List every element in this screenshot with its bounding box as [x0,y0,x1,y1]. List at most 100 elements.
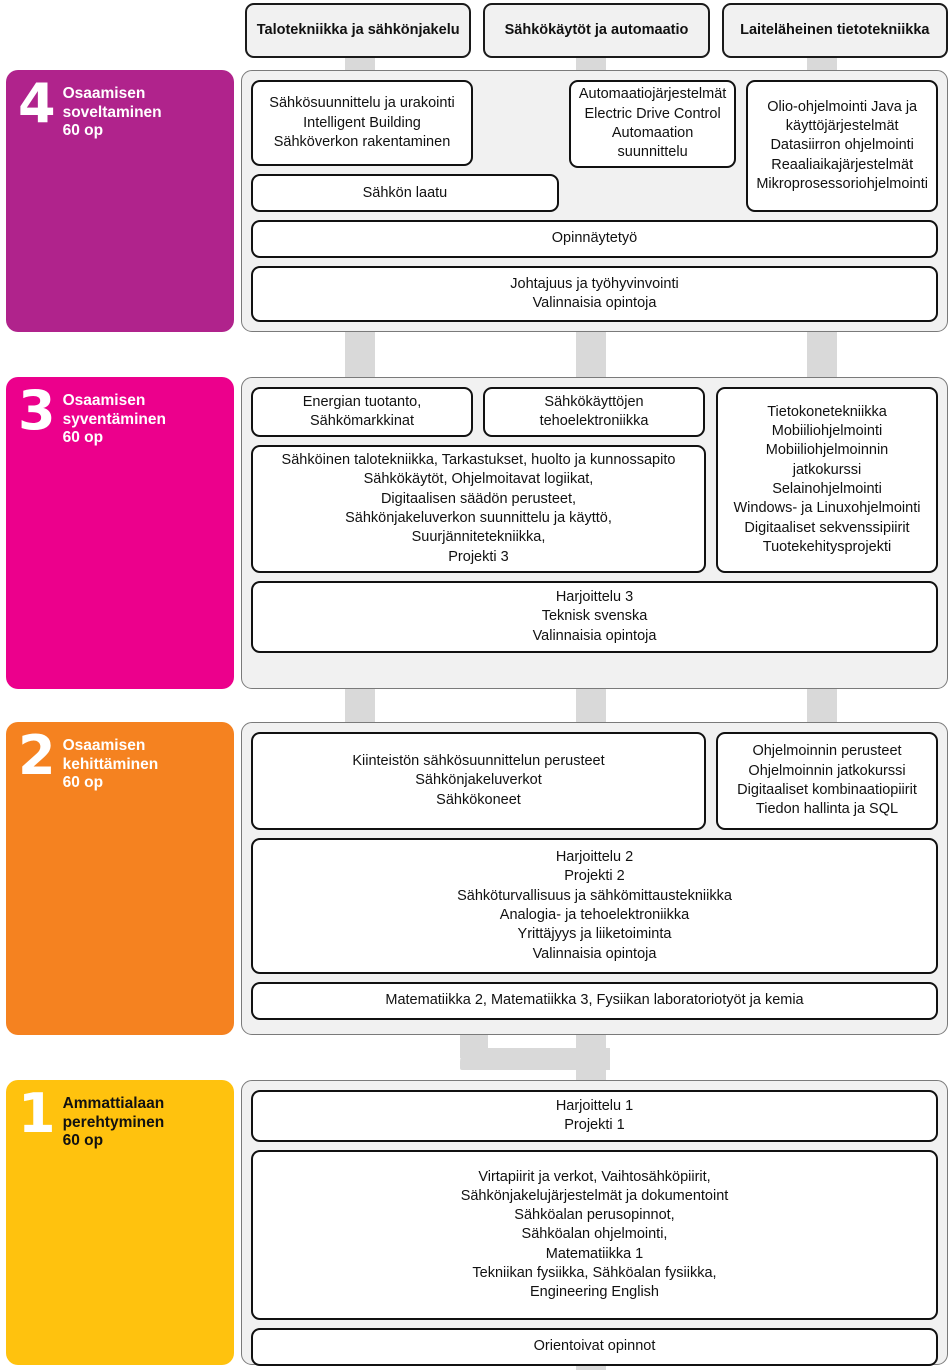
card-line: Mobiiliohjelmoinnin [765,442,889,459]
column1-line1: Talotekniikka ja [256,22,364,39]
level-1-badge[interactable]: 1 Ammattialaan perehtyminen 60 op [6,1080,234,1365]
course-card-l3-practice[interactable]: Harjoittelu 3 Teknisk svenska Valinnaisi… [251,581,938,653]
card-line: Windows- ja Linuxohjelmointi [733,500,921,517]
card-line: Harjoittelu 2 [555,849,634,866]
card-line: Matematiikka 1 [545,1245,644,1262]
level-4-panel: Sähkösuunnittelu ja urakointi Intelligen… [241,70,948,332]
level-2-title: Osaamisen kehittäminen 60 op [63,734,159,793]
card-line: Harjoittelu 3 [555,589,634,606]
course-card-l3-electrical-main[interactable]: Sähköinen talotekniikka, Tarkastukset, h… [251,445,706,573]
card-line: Analogia- ja tehoelektroniikka [499,907,690,923]
course-card-l4-thesis[interactable]: Opinnäytetyö [251,220,938,258]
level-1-number: 1 [18,1082,56,1145]
column-header-row: Talotekniikka ja sähkönjakelu Sähkökäytö… [245,3,948,58]
course-card-l2-programming[interactable]: Ohjelmoinnin perusteet Ohjelmoinnin jatk… [716,732,938,830]
rail-col2-seg4 [576,1033,606,1083]
rail-bend-vertical [460,1033,488,1058]
card-line: Ohjelmoinnin jatkokurssi [748,762,906,779]
column3-line2: tietotekniikka [836,22,930,39]
course-card-l3-power-electronics[interactable]: Sähkökäyttöjen tehoelektroniikka [483,387,705,437]
card-line: Engineering English [530,1284,659,1301]
level-2-title-line2: kehittäminen [62,755,159,773]
rail-col1-seg3 [345,686,375,726]
card-line: Tekniikan fysiikka, Sähköalan fysiikka, [472,1264,717,1281]
card-line: Tietokonetekniikka [767,403,887,420]
card-line: Sähkönjakeluverkon suunnittelu ja käyttö… [345,510,612,526]
level-4-credits: 60 op [62,122,104,140]
card-line: Digitaaliset sekvenssipiirit [744,519,910,536]
rail-col2-seg2 [576,330,606,380]
card-line: Sähkönjakeluverkot [415,772,542,789]
level-3-title-line1: Osaamisen [62,392,146,409]
course-card-l2-math[interactable]: Matematiikka 2, Matematiikka 3, Fysiikan… [251,982,938,1020]
level-1-title: Ammattialaan perehtyminen 60 op [63,1092,165,1151]
card-line: Sähkösuunnittelu ja urakointi [269,95,455,112]
card-line: Digitaalisen säädön perusteet, [380,490,577,507]
level-4-section: 4 Osaamisen soveltaminen 60 op Sähkösuun… [0,70,952,332]
card-line: Reaaliaikajärjestelmät [771,156,914,173]
column3-line1: Laiteläheinen [740,22,833,39]
course-card-l4-power-quality[interactable]: Sähkön laatu [251,174,559,212]
column-header-embedded-it[interactable]: Laiteläheinen tietotekniikka [721,3,948,58]
card-line: Mikroprosessoriohjelmointi [756,175,928,192]
level-4-number: 4 [18,72,56,135]
card-line: Sähkökäytöt, Ohjelmoitavat logiikat, [363,471,594,488]
card-line: Energian tuotanto, [302,393,422,410]
card-line: Opinnäytetyö [551,230,638,247]
course-card-l1-practice[interactable]: Harjoittelu 1 Projekti 1 [251,1090,938,1142]
card-line: Projekti 1 [564,1117,625,1133]
level-3-panel: Energian tuotanto, Sähkömarkkinat Sähkök… [241,377,948,689]
course-card-l1-orientation[interactable]: Orientoivat opinnot [251,1328,938,1366]
card-line: Automaatiojärjestelmät [578,86,727,103]
card-line: Sähköverkon rakentaminen [273,133,451,150]
level-3-title: Osaamisen syventäminen 60 op [63,389,166,448]
card-line: Sähkömarkkinat [310,413,414,429]
level-4-title-line1: Osaamisen [62,85,146,102]
card-line: Suurjännitetekniikka, [411,529,546,546]
course-card-l1-basics[interactable]: Virtapiirit ja verkot, Vaihtosähköpiirit… [251,1150,938,1320]
course-card-l3-it[interactable]: Tietokonetekniikka Mobiiliohjelmointi Mo… [716,387,938,573]
level-2-badge[interactable]: 2 Osaamisen kehittäminen 60 op [6,722,234,1035]
card-line: Matematiikka 2, Matematiikka 3, Fysiikan… [385,992,804,1009]
column-header-electrical-drives-automation[interactable]: Sähkökäytöt ja automaatio [483,3,710,58]
card-line: Sähkönjakelujärjestelmät ja dokumentoint [460,1187,729,1204]
level-1-title-line1: Ammattialaan [62,1095,165,1112]
course-card-l4-leadership[interactable]: Johtajuus ja työhyvinvointi Valinnaisia … [251,266,938,322]
course-card-l3-energy[interactable]: Energian tuotanto, Sähkömarkkinat [251,387,473,437]
card-line: Kiinteistön sähkösuunnittelun perusteet [352,753,605,770]
level-4-title-line2: soveltaminen [62,103,162,121]
course-card-l4-automation[interactable]: Automaatiojärjestelmät Electric Drive Co… [568,80,737,168]
card-line: Sähkökäyttöjen [544,393,644,410]
level-1-title-line2: perehtyminen [62,1113,165,1131]
level-2-section: 2 Osaamisen kehittäminen 60 op Kiinteist… [0,722,952,1035]
card-line: jatkokurssi [792,461,862,478]
card-line: Olio-ohjelmointi Java ja [767,98,918,115]
level-1-panel: Harjoittelu 1 Projekti 1 Virtapiirit ja … [241,1080,948,1366]
card-line: Sähköinen talotekniikka, Tarkastukset, h… [281,452,676,469]
level-1-section: 1 Ammattialaan perehtyminen 60 op Harjoi… [0,1080,952,1366]
course-card-l4-it[interactable]: Olio-ohjelmointi Java ja käyttöjärjestel… [746,80,938,212]
column2-line2: automaatio [611,22,689,39]
column-header-building-services[interactable]: Talotekniikka ja sähkönjakelu [245,3,472,58]
card-line: Virtapiirit ja verkot, Vaihtosähköpiirit… [478,1168,711,1185]
course-card-l4-building[interactable]: Sähkösuunnittelu ja urakointi Intelligen… [251,80,473,167]
course-card-l2-electrical[interactable]: Kiinteistön sähkösuunnittelun perusteet … [251,732,706,830]
course-card-l2-common[interactable]: Harjoittelu 2 Projekti 2 Sähköturvallisu… [251,838,938,974]
rail-col3-seg2 [807,330,837,380]
level-3-badge[interactable]: 3 Osaamisen syventäminen 60 op [6,377,234,689]
card-line: Projekti 2 [564,868,625,885]
card-line: Harjoittelu 1 [555,1097,634,1114]
card-line: Teknisk svenska [541,608,648,625]
level-2-panel: Kiinteistön sähkösuunnittelun perusteet … [241,722,948,1035]
level-2-credits: 60 op [62,774,104,792]
level-2-number: 2 [18,724,56,787]
card-line: Tiedon hallinta ja SQL [755,801,899,818]
level-4-badge[interactable]: 4 Osaamisen soveltaminen 60 op [6,70,234,332]
card-line: Electric Drive Control [584,105,721,122]
level-2-title-line1: Osaamisen [62,737,146,754]
card-line: Mobiiliohjelmointi [771,423,883,440]
card-line: Intelligent Building [303,114,421,131]
card-line: Automaation suunnittelu [611,125,694,161]
card-line: Tuotekehitysprojekti [762,538,892,555]
column2-line1: Sähkökäytöt ja [504,22,607,39]
